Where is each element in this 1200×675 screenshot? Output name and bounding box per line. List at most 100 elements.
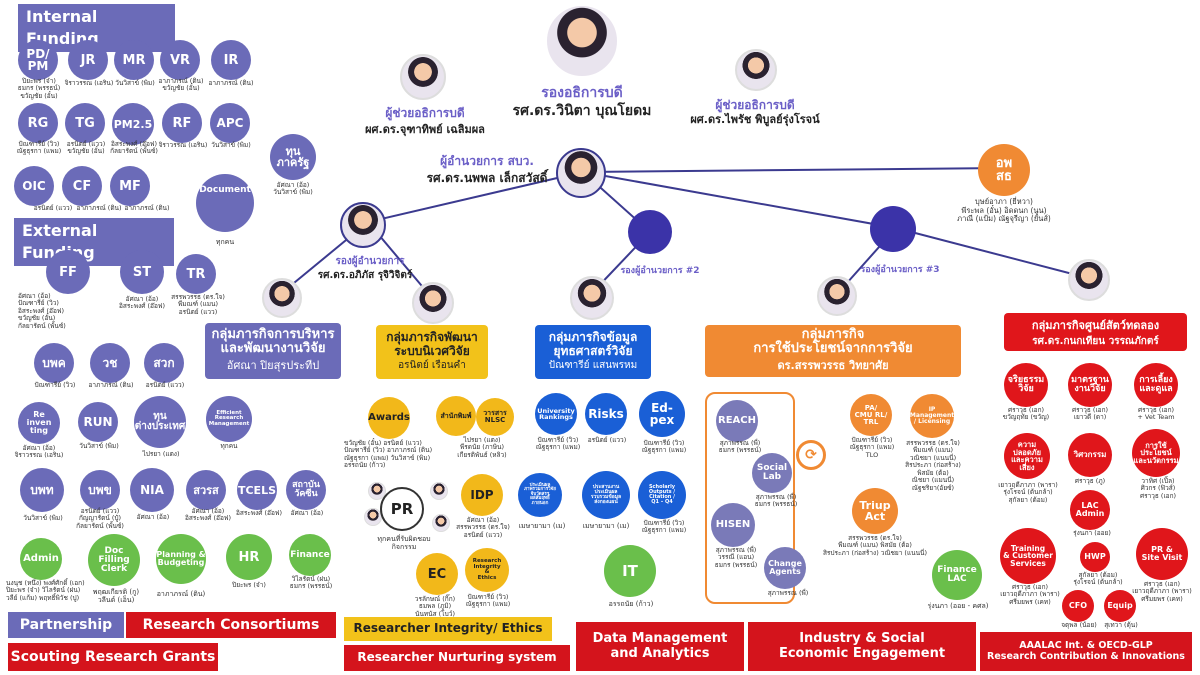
fund-tg-staff: อรนิตย์ (แวว) ขวัญชัย (อั๋น) bbox=[66, 140, 106, 156]
fund-run[interactable]: RUN bbox=[78, 402, 118, 442]
animal-cfo[interactable]: CFO bbox=[1062, 590, 1094, 622]
util-hisen[interactable]: HISEN bbox=[711, 503, 755, 547]
director-name: รศ.ดร.นพพล เล็กสวัสดิ์ bbox=[426, 171, 548, 185]
banner-nurturing: Researcher Nurturing system bbox=[344, 645, 570, 671]
fund-overseas[interactable]: ทุน ต่างประเทศ bbox=[134, 396, 186, 448]
animal-standards[interactable]: มาตรฐาน งานวิจัย bbox=[1068, 363, 1112, 407]
fund-wch[interactable]: วช bbox=[90, 343, 130, 383]
fund-rg[interactable]: RG bbox=[18, 103, 58, 143]
animal-care[interactable]: การเลี้ยง และดูแล bbox=[1134, 363, 1178, 407]
animal-lac-admin[interactable]: LAC Admin bbox=[1070, 490, 1110, 530]
animal-hwp[interactable]: HWP bbox=[1080, 542, 1110, 572]
fund-gov[interactable]: ทุน ภาครัฐ bbox=[270, 134, 316, 180]
fund-pdpm[interactable]: PD/ PM bbox=[18, 40, 58, 80]
animal-innovation[interactable]: การใช้ ประโยชน์ และนวัตกรรม bbox=[1132, 429, 1180, 477]
data-edpex[interactable]: Ed- pex bbox=[639, 391, 685, 437]
support-hr[interactable]: HR bbox=[226, 534, 272, 580]
fund-apc[interactable]: APC bbox=[210, 103, 250, 143]
eco-ec[interactable]: EC bbox=[416, 553, 458, 595]
animal-safety[interactable]: ความ ปลอดภัย และความ เสี่ยง bbox=[1004, 433, 1050, 479]
util-head-photo bbox=[817, 276, 857, 316]
util-ip[interactable]: IP Management / Licensing bbox=[910, 394, 954, 438]
fund-bpt[interactable]: บพท bbox=[20, 468, 64, 512]
animal-engineering[interactable]: วิศวกรรม bbox=[1068, 433, 1112, 477]
animal-head-photo bbox=[1068, 259, 1110, 301]
data-risks[interactable]: Risks bbox=[585, 393, 627, 435]
data-coordinate[interactable]: ประสานงาน ประเมินผล รวบรวมข้อมูล ส่งกองแ… bbox=[582, 471, 630, 519]
group-admin-dev-lead: อัศณา ปิยสุรประทีป bbox=[226, 359, 320, 373]
support-admin[interactable]: Admin bbox=[20, 538, 62, 580]
data-scholarly[interactable]: Scholarly Outputs / Citation / Q1 – Q4 bbox=[638, 471, 686, 519]
data-evaluate[interactable]: ประเมินผล ภาพรวมการวิจัย จีบวัดสรร ผลสัม… bbox=[518, 473, 562, 517]
eco-pr[interactable]: PR bbox=[380, 487, 424, 531]
fund-ir-staff: อาภาภรณ์ (ติน) bbox=[208, 79, 254, 87]
fund-mf[interactable]: MF bbox=[110, 166, 150, 206]
animal-engineering-staff: ศราวุธ (ภู) bbox=[1074, 477, 1106, 485]
eco-integrity[interactable]: Research Integrity & Ethics bbox=[465, 548, 509, 592]
fund-swrs[interactable]: สวรส bbox=[186, 470, 226, 510]
util-finance-lac[interactable]: Finance LAC bbox=[932, 550, 982, 600]
fund-nia[interactable]: NIA bbox=[130, 468, 174, 512]
data-it[interactable]: IT bbox=[604, 545, 656, 597]
deputy3-role: รองผู้อำนวยการ #3 bbox=[860, 265, 940, 275]
fund-reinventing[interactable]: Re inven ting bbox=[18, 402, 60, 444]
support-doc-clerk[interactable]: Doc Filling Clerk bbox=[88, 534, 140, 586]
fund-rf[interactable]: RF bbox=[162, 103, 202, 143]
fund-vaccine[interactable]: สถาบัน วัคซีน bbox=[286, 470, 326, 510]
eco-idp[interactable]: IDP bbox=[461, 474, 503, 516]
data-scholarly-staff: ปัณฑารีย์ (วิว) ณัฐธุรกา (แพม) bbox=[641, 519, 687, 535]
group-animal-lead: รศ.ดร.กนกเทียน วรรณภักตร์ bbox=[1032, 335, 1159, 347]
fund-vr[interactable]: VR bbox=[160, 40, 200, 80]
fund-st[interactable]: ST bbox=[120, 250, 164, 294]
fund-pm25[interactable]: PM2.5 bbox=[112, 103, 154, 145]
fund-ff[interactable]: FF bbox=[46, 250, 90, 294]
fund-oic[interactable]: OIC bbox=[14, 166, 54, 206]
util-sociallab[interactable]: Social Lab bbox=[752, 453, 792, 493]
animal-equip[interactable]: Equip bbox=[1104, 590, 1136, 622]
fund-efficient[interactable]: Efficient Research Management bbox=[206, 396, 252, 442]
animal-training[interactable]: Training & Customer Services bbox=[1000, 528, 1056, 584]
fund-bpkh[interactable]: บพข bbox=[80, 470, 120, 510]
fund-tcels[interactable]: TCELS bbox=[237, 470, 277, 510]
fund-tg[interactable]: TG bbox=[65, 103, 105, 143]
animal-ethics[interactable]: จริยธรรม วิจัย bbox=[1004, 363, 1048, 407]
group-utilization[interactable]: กลุ่มภารกิจ การใช้ประโยชน์จากการวิจัย ดร… bbox=[705, 325, 961, 377]
eco-publisher[interactable]: สำนักพิมพ์ bbox=[436, 396, 476, 436]
data-rankings[interactable]: University Rankings bbox=[535, 393, 577, 435]
eco-awards[interactable]: Awards bbox=[368, 397, 410, 439]
fund-jr[interactable]: JR bbox=[68, 40, 108, 80]
fund-mr[interactable]: MR bbox=[114, 40, 154, 80]
fund-tr[interactable]: TR bbox=[176, 254, 216, 294]
group-admin-dev[interactable]: กลุ่มภารกิจการบริหาร และพัฒนางานวิจัย อั… bbox=[205, 323, 341, 379]
util-change[interactable]: Change Agents bbox=[764, 547, 806, 589]
util-finance-lac-staff: รุ่งนภา (ออย - คศล) bbox=[927, 602, 989, 610]
document-staff: ทุกคน bbox=[215, 238, 235, 246]
animal-pr-site[interactable]: PR & Site Visit bbox=[1136, 528, 1188, 580]
eco-awards-staff: ขวัญชัย (อั๋น) อรนิตย์ (แวว) ปัณฑารีย์ (… bbox=[344, 439, 433, 470]
banner-data: Data Management and Analytics bbox=[576, 622, 744, 671]
fund-ir[interactable]: IR bbox=[211, 40, 251, 80]
eco-nlsc-staff: ไปรยา (แตง) พีรดนัย (ภาษิน) เกียรติพันธ์… bbox=[457, 436, 507, 459]
animal-standards-staff: ศราวุธ (เอก) เยาวดี (ดา) bbox=[1071, 406, 1109, 422]
support-finance[interactable]: Finance bbox=[289, 534, 331, 576]
fund-bpk[interactable]: บพค bbox=[34, 343, 74, 383]
util-triup[interactable]: Triup Act bbox=[852, 488, 898, 534]
fund-swk[interactable]: สวก bbox=[144, 343, 184, 383]
asst1-name: ผศ.ดร.จุฑาทิพย์ เฉลิมผล bbox=[365, 123, 485, 136]
util-ops[interactable]: อพ สธ bbox=[978, 144, 1030, 196]
fund-apc-staff: วันวิสาข์ (พิม) bbox=[211, 141, 251, 149]
support-planning[interactable]: Planning & Budgeting bbox=[156, 534, 206, 584]
deputy3-node[interactable] bbox=[870, 206, 916, 252]
group-animal[interactable]: กลุ่มภารกิจศูนย์สัตว์ทดลอง รศ.ดร.กนกเทีย… bbox=[1004, 313, 1187, 351]
deputy2-node[interactable] bbox=[628, 210, 672, 254]
util-reach[interactable]: REACH bbox=[716, 400, 758, 442]
group-data[interactable]: กลุ่มภารกิจข้อมูล ยุทธศาสตร์วิจัย ปัณฑาร… bbox=[535, 325, 651, 379]
animal-care-staff: ศราวุธ (เอก) + Vet Team bbox=[1137, 406, 1175, 422]
fund-cf[interactable]: CF bbox=[62, 166, 102, 206]
eco-nlsc[interactable]: วารสาร NLSC bbox=[476, 398, 514, 436]
fund-tr-staff: สรรพวรรธ (ดร.ใจ) พีมณฑ์ (แมน) อรนิตย์ (แ… bbox=[171, 293, 225, 316]
document-node[interactable]: Document bbox=[196, 174, 254, 232]
group-ecosystem[interactable]: กลุ่มภารกิจพัฒนา ระบบนิเวศวิจัย อรนิตย์ … bbox=[376, 325, 488, 379]
deputy1-photo bbox=[340, 202, 386, 248]
util-pa[interactable]: PA/ CMU RL/ TRL bbox=[850, 394, 892, 436]
